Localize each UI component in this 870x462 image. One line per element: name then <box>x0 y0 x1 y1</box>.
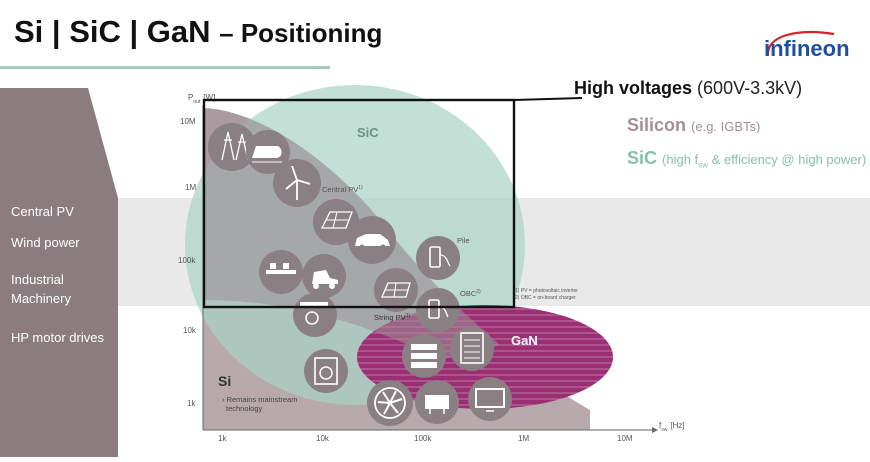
x-axis-label: fsw[Hz] <box>659 421 685 433</box>
page-title: Si | SiC | GaN – Positioning <box>14 14 382 50</box>
onboard-charger-icon <box>416 288 460 332</box>
x-axis-arrow <box>652 427 658 433</box>
server-cabinet-icon <box>450 327 494 371</box>
rooftop-solar-icon <box>374 268 418 312</box>
panel-fill <box>0 88 118 457</box>
x-tick-100k: 100k <box>414 434 432 443</box>
footnote-obc: 2) OBC = on-board charger <box>515 295 576 301</box>
footnote-pv: 1) PV = photovoltaic inverter <box>515 288 578 294</box>
icon-bubbles <box>208 123 512 426</box>
title-underline <box>0 66 330 69</box>
sic-legend-note: (high fsw & efficiency @ high power) <box>662 152 867 170</box>
tv-monitor-icon <box>468 377 512 421</box>
application-panel-shape <box>0 88 118 457</box>
y-tick-100k: 100k <box>178 256 196 265</box>
x-tick-1m: 1M <box>518 434 529 443</box>
high-voltages-legend: High voltages (600V-3.3kV) <box>574 78 802 99</box>
app-industrial-machinery: Industrial Machinery <box>11 272 71 306</box>
logo-text: infineon <box>764 36 850 61</box>
app-wind-power: Wind power <box>11 235 80 250</box>
infineon-logo: infineon <box>764 30 850 61</box>
power-transmission-tower-icon <box>208 123 256 171</box>
gan-region-label: GaN <box>511 333 538 348</box>
string-pv-label: String PV1) <box>374 313 410 322</box>
server-rack-icon <box>402 334 446 378</box>
train-icon <box>246 130 290 174</box>
app-hp-motor-drives: HP motor drives <box>11 330 104 345</box>
title-main: Si | SiC | GaN <box>14 14 211 49</box>
sic-region-label: SiC <box>357 125 379 140</box>
pile-label: Pile <box>457 236 470 245</box>
obc-label: OBC2) <box>460 289 481 298</box>
high-voltages-range: (600V-3.3kV) <box>697 78 803 98</box>
app-central-pv: Central PV <box>11 204 74 219</box>
silicon-legend: Silicon (e.g. IGBTs) <box>627 115 760 136</box>
x-tick-1k: 1k <box>218 434 227 443</box>
x-tick-10m: 10M <box>617 434 633 443</box>
construction-vehicle-icon <box>302 254 346 298</box>
sic-legend-label: SiC <box>627 148 658 168</box>
high-voltage-box <box>202 98 516 309</box>
washing-machine-icon <box>304 349 348 393</box>
motor-drive-icon <box>293 293 337 337</box>
logo-arc <box>766 30 835 57</box>
power-adapter-icon <box>415 380 459 424</box>
electric-car-icon <box>348 216 396 264</box>
y-tick-1k: 1k <box>187 399 196 408</box>
high-voltage-callout-line <box>513 97 583 101</box>
sic-legend: SiC (high fsw & efficiency @ high power) <box>627 148 866 170</box>
silicon-note: (e.g. IGBTs) <box>691 119 761 134</box>
silicon-label: Silicon <box>627 115 687 135</box>
y-tick-10m: 10M <box>180 117 196 126</box>
x-tick-10k: 10k <box>316 434 330 443</box>
y-tick-10k: 10k <box>183 326 197 335</box>
central-pv-label: Central PV1) <box>322 185 363 194</box>
conveyor-icon <box>259 250 303 294</box>
si-region-label: Si <box>218 373 231 389</box>
high-voltages-label: High voltages <box>574 78 693 98</box>
charging-station-icon <box>416 236 460 280</box>
y-axis-label: Pout[W] <box>188 93 215 105</box>
solar-farm-icon <box>313 199 359 245</box>
fan-icon <box>367 380 413 426</box>
y-tick-1m: 1M <box>185 183 196 192</box>
title-subtitle: – Positioning <box>219 18 383 48</box>
application-panel: Central PV Wind power Industrial Machine… <box>0 88 118 457</box>
wind-turbine-icon <box>273 159 321 207</box>
